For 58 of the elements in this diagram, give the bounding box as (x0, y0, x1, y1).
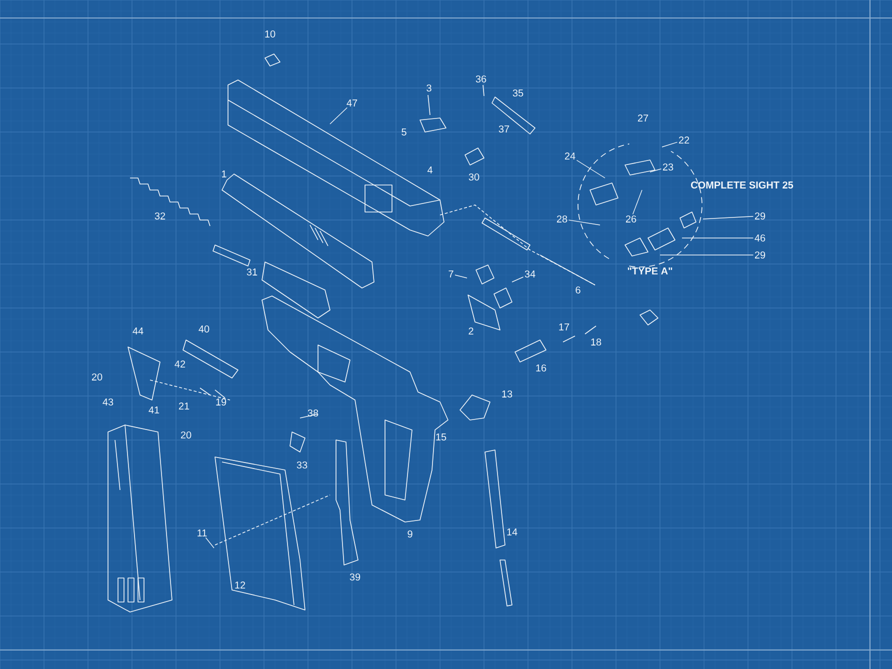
callout-number: 29 (754, 212, 766, 220)
callout-number: 34 (524, 270, 536, 278)
callout-number: 46 (754, 234, 766, 242)
callout-number: 37 (498, 125, 510, 133)
callout-number: 13 (502, 390, 512, 398)
callout-number: 24 (564, 152, 576, 160)
callout-number: 20 (180, 431, 192, 439)
callout-number: 44 (132, 328, 144, 334)
leader-line (650, 168, 662, 172)
callout-number: 5 (402, 128, 406, 136)
leader-line (660, 254, 754, 256)
callout-number: 23 (662, 163, 674, 171)
callout-number: 21 (178, 402, 190, 410)
callout-number: 16 (536, 364, 546, 372)
leader-line (568, 220, 600, 226)
callout-number: 14 (507, 528, 518, 536)
callout-number: 7 (448, 270, 454, 278)
callout-number: 35 (512, 89, 524, 97)
callout-number: 1 (222, 170, 226, 178)
callout-number: 39 (350, 573, 360, 581)
callout-number: 17 (559, 324, 570, 330)
callout-number: 27 (638, 114, 648, 122)
callout-number: 10 (265, 30, 276, 38)
callout-number: 11 (198, 530, 207, 536)
leader-line (454, 274, 468, 278)
callout-number: 31 (246, 268, 258, 276)
leader-line (662, 142, 678, 148)
callout-number: 6 (576, 286, 580, 294)
callout-number: 42 (174, 360, 186, 368)
callout-number: 26 (626, 215, 636, 223)
callout-number: 32 (154, 212, 166, 220)
callout-number: 4 (427, 166, 432, 174)
leader-line (330, 107, 348, 124)
callout-number: 43 (102, 398, 114, 406)
callout-number: 40 (198, 325, 210, 333)
leader-line (205, 537, 214, 548)
part-caption: "TYPE A" (628, 268, 672, 274)
callout-number: 41 (148, 406, 160, 414)
part-caption: COMPLETE SIGHT 25 (691, 181, 794, 189)
leader-line (576, 160, 606, 178)
leader-line (512, 276, 524, 282)
callout-number: 29 (754, 251, 766, 259)
callout-number: 33 (296, 461, 308, 469)
callout-number: 3 (426, 84, 432, 92)
callout-number: 2 (468, 328, 474, 334)
callout-number: 18 (591, 338, 602, 346)
callout-number: 20 (92, 373, 102, 381)
callout-number: 30 (468, 173, 480, 181)
callout-number: 9 (408, 530, 412, 538)
callout-number: 22 (678, 136, 690, 144)
callout-number: 36 (476, 75, 486, 83)
callout-number: 28 (556, 215, 568, 223)
callout-number: 19 (216, 398, 226, 406)
leader-line (702, 216, 754, 220)
callout-number: 12 (235, 582, 246, 588)
callout-number: 15 (436, 434, 446, 440)
leader-line (632, 190, 642, 215)
callout-number: 47 (346, 100, 358, 106)
